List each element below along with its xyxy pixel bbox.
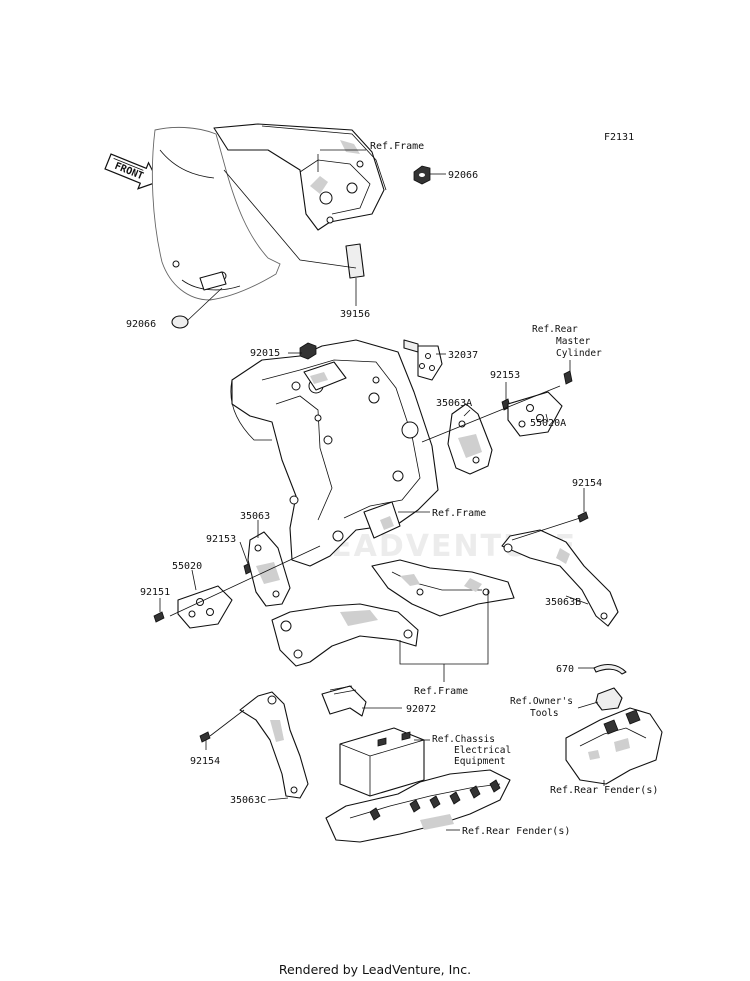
subframe-left-plate bbox=[271, 603, 419, 667]
label-35063A: 35063A bbox=[436, 398, 472, 409]
main-frame bbox=[230, 339, 439, 567]
inner-fender-panel bbox=[151, 126, 281, 301]
label-ref-chassis-2: Electrical bbox=[454, 745, 511, 756]
label-55020A: 55020A bbox=[530, 418, 566, 429]
part-92154-bolt-lower bbox=[199, 731, 211, 743]
part-35063C-subframe-arm bbox=[239, 691, 309, 799]
label-35063C: 35063C bbox=[230, 795, 266, 806]
label-35063B: 35063B bbox=[545, 597, 581, 608]
part-92066-grommet-lower bbox=[171, 315, 189, 329]
label-92151: 92151 bbox=[140, 587, 170, 598]
part-92151-bolt bbox=[153, 611, 165, 623]
label-35063: 35063 bbox=[240, 511, 270, 522]
upper-frame bbox=[213, 123, 387, 231]
label-ref-chassis-3: Equipment bbox=[454, 756, 505, 767]
part-670-strap bbox=[593, 663, 627, 675]
label-32037: 32037 bbox=[448, 350, 478, 361]
part-92066-grommet-top bbox=[413, 165, 431, 185]
owners-tools bbox=[595, 687, 623, 711]
part-35063-bracket bbox=[247, 531, 291, 607]
label-92154-upper: 92154 bbox=[572, 478, 602, 489]
part-labels: Ref.Frame 92066 39156 92066 92015 32037 … bbox=[126, 141, 658, 837]
label-ref-rear-master-1: Ref.Rear bbox=[532, 324, 578, 335]
label-ref-rear-master-3: Cylinder bbox=[556, 348, 602, 359]
part-55020-heel-guard bbox=[177, 585, 233, 629]
label-ref-frame-middle: Ref.Frame bbox=[432, 508, 486, 519]
leader-lines bbox=[159, 149, 605, 831]
label-92066-top: 92066 bbox=[448, 170, 478, 181]
rear-master-cylinder-bolt bbox=[563, 370, 573, 385]
label-ref-frame-lower: Ref.Frame bbox=[414, 686, 468, 697]
subframe-center-plate bbox=[371, 559, 515, 617]
rear-fender-right bbox=[565, 707, 663, 785]
label-92015: 92015 bbox=[250, 348, 280, 359]
figure-id: F2131 bbox=[604, 132, 634, 143]
label-ref-rear-fender-lower: Ref.Rear Fender(s) bbox=[462, 826, 570, 837]
part-39156-label bbox=[345, 243, 365, 279]
part-55020A-heel-guard bbox=[507, 391, 563, 437]
part-92154-bolt-upper bbox=[577, 511, 589, 523]
rear-fender-lower bbox=[325, 769, 511, 843]
label-92066-lower: 92066 bbox=[126, 319, 156, 330]
part-92015-nut bbox=[299, 342, 317, 360]
label-92154-lower: 92154 bbox=[190, 756, 220, 767]
label-670: 670 bbox=[556, 664, 574, 675]
label-ref-chassis-1: Ref.Chassis bbox=[432, 734, 495, 745]
label-ref-rear-master-2: Master bbox=[556, 336, 591, 347]
label-ref-rear-fender-right: Ref.Rear Fender(s) bbox=[550, 785, 658, 796]
label-ref-owners-1: Ref.Owner's bbox=[510, 696, 573, 707]
battery bbox=[339, 727, 425, 797]
label-ref-frame-top: Ref.Frame bbox=[370, 141, 424, 152]
label-92153-lower: 92153 bbox=[206, 534, 236, 545]
part-32037-bracket bbox=[403, 339, 443, 381]
label-92072: 92072 bbox=[406, 704, 436, 715]
label-55020: 55020 bbox=[172, 561, 202, 572]
part-35063A-bracket bbox=[447, 403, 493, 475]
label-92153-upper: 92153 bbox=[490, 370, 520, 381]
part-92072-strap bbox=[321, 685, 367, 717]
footer-credit: Rendered by LeadVenture, Inc. bbox=[278, 962, 472, 977]
label-39156: 39156 bbox=[340, 309, 370, 320]
label-ref-owners-2: Tools bbox=[530, 708, 559, 719]
part-35063B-subframe-arm bbox=[501, 529, 619, 627]
